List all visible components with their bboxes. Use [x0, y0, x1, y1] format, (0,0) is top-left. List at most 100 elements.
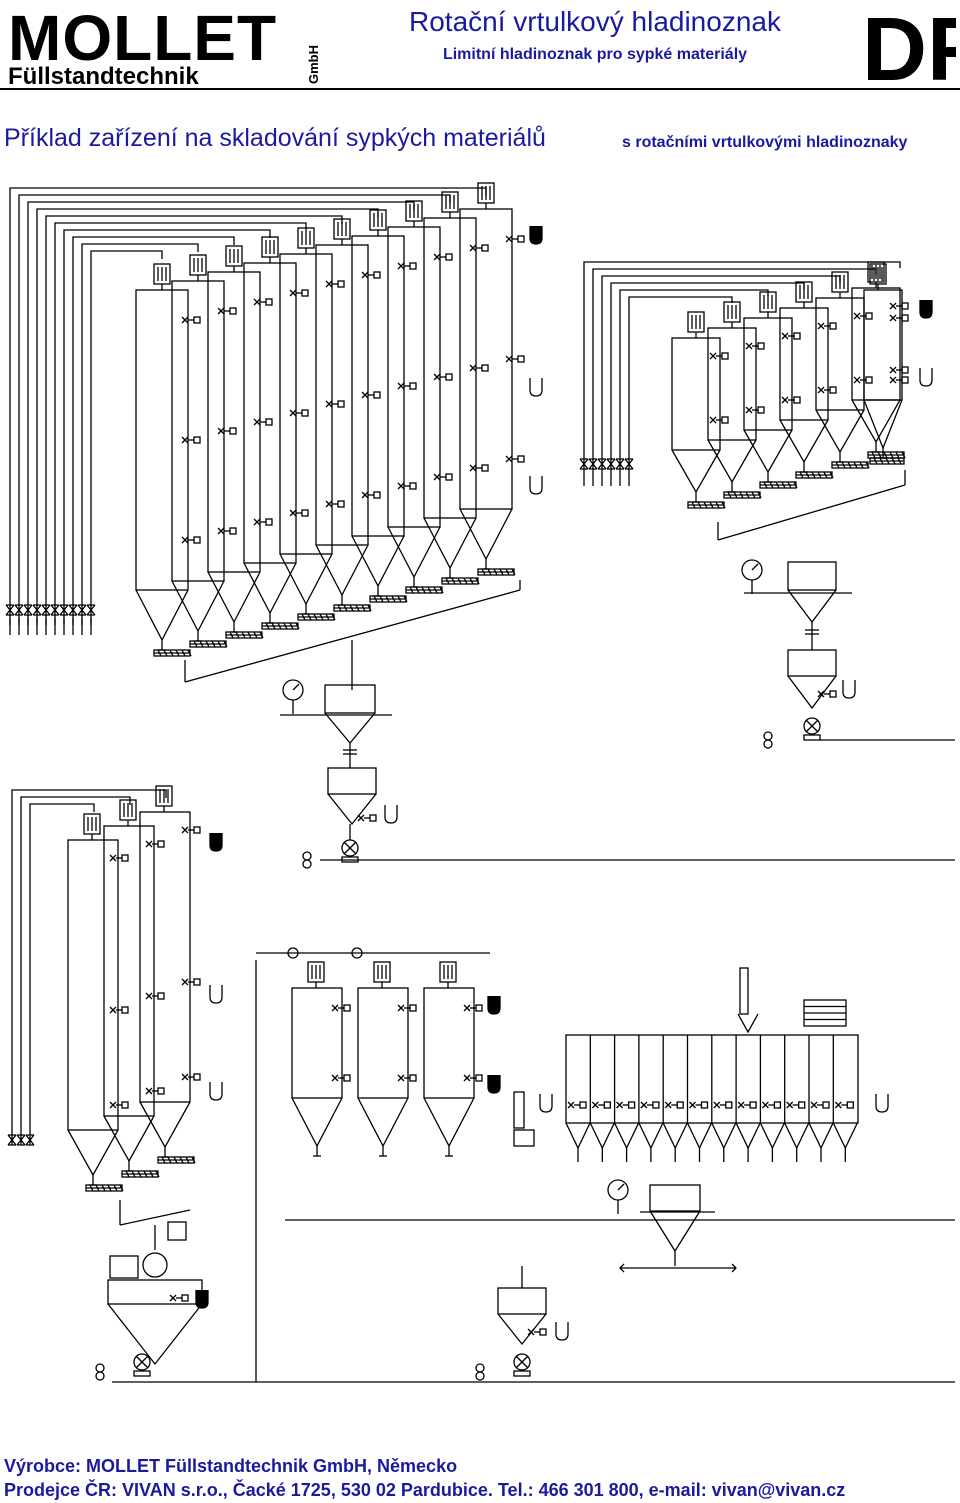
screw-flight — [319, 613, 324, 621]
screw-flight — [811, 471, 816, 479]
level-switch-icon — [853, 376, 873, 384]
level-switch-icon — [505, 455, 525, 463]
bin-cone — [808, 1122, 834, 1150]
screw-flight — [391, 595, 396, 603]
bin-cone — [662, 1122, 688, 1150]
screw-flight — [113, 1184, 118, 1192]
blower-icon — [95, 1371, 105, 1381]
indicator-icon — [842, 680, 856, 699]
screw-flight — [185, 1156, 190, 1164]
fill-pipe — [628, 296, 733, 470]
screw-flight — [709, 501, 714, 509]
screw-flight — [295, 622, 300, 630]
level-switch-icon — [761, 1101, 782, 1109]
screw-flight — [883, 451, 888, 459]
indicator-icon — [529, 226, 543, 245]
collector-pipe — [119, 1209, 191, 1226]
screw-flight — [805, 471, 810, 479]
level-switch-icon — [325, 400, 345, 408]
screw-flight — [167, 1156, 172, 1164]
rotary-vane — [135, 1355, 149, 1369]
blower-icon — [763, 739, 773, 749]
valve-icon — [5, 604, 15, 616]
level-switch-icon — [745, 406, 765, 414]
screw-flight — [271, 622, 276, 630]
page-title: Rotační vrtulkový hladinoznak — [409, 6, 781, 37]
screw-flight — [307, 613, 312, 621]
arrow-head — [619, 1263, 625, 1273]
sensor-box-icon — [167, 1221, 187, 1241]
screw-flight — [433, 586, 438, 594]
screw-flight — [715, 501, 720, 509]
indicator-icon — [555, 1322, 569, 1341]
section-subtitle: s rotačními vrtulkovými hladinoznaky — [622, 134, 908, 151]
screw-flight — [439, 586, 444, 594]
silo-body — [743, 317, 793, 431]
screw-flight — [119, 1184, 124, 1192]
screw-flight — [379, 595, 384, 603]
screw-flight — [199, 640, 204, 648]
level-switch-icon — [433, 253, 453, 261]
blower-icon — [302, 851, 312, 861]
fill-pipe — [610, 282, 805, 470]
valve-icon — [14, 604, 24, 616]
screw-flight — [149, 1170, 154, 1178]
level-switch-icon — [745, 342, 765, 350]
collector-pipe — [717, 484, 906, 541]
fill-pipe — [11, 789, 167, 1145]
screw-flight — [155, 1170, 160, 1178]
level-switch-icon — [145, 1087, 165, 1095]
silo-body — [135, 289, 189, 591]
screw-flight — [897, 457, 902, 465]
screw-flight — [187, 649, 192, 657]
screw-flight — [745, 491, 750, 499]
level-switch-icon — [331, 1004, 351, 1012]
bin-cone — [589, 1122, 615, 1150]
silo-body — [357, 987, 409, 1099]
blower-icon — [95, 1363, 105, 1373]
level-switch-icon — [737, 1101, 757, 1109]
level-switch-icon — [817, 322, 837, 330]
screw-flight — [889, 451, 894, 459]
fill-pipe — [29, 803, 95, 1145]
fill-pipe — [81, 243, 199, 625]
screw-flight — [691, 501, 696, 509]
level-switch-icon — [397, 1004, 417, 1012]
indicator-icon — [195, 1290, 209, 1309]
receiver-cone — [107, 1303, 203, 1366]
level-switch-icon — [169, 1294, 189, 1302]
rotary-vane — [343, 841, 357, 855]
screw-flight — [157, 649, 162, 657]
silo-cone — [103, 1115, 155, 1163]
silo-body — [779, 307, 829, 421]
screw-flight — [337, 604, 342, 612]
indicator-icon — [529, 476, 543, 495]
fill-pipe — [601, 275, 841, 470]
screw-flight — [445, 577, 450, 585]
screw-flight — [421, 586, 426, 594]
level-switch-icon — [397, 262, 417, 270]
screw-flight — [457, 577, 462, 585]
level-switch-icon — [664, 1101, 684, 1109]
bin-cone — [638, 1122, 664, 1150]
level-switch-icon — [469, 464, 489, 472]
silo-body — [851, 287, 901, 401]
level-switch-icon — [325, 280, 345, 288]
level-switch-icon — [781, 396, 801, 404]
level-switch-icon — [331, 1074, 351, 1082]
screw-flight — [223, 640, 228, 648]
silo-body — [67, 839, 119, 1131]
rotary-vane — [805, 719, 819, 733]
screw-flight — [835, 461, 840, 469]
screw-flight — [799, 471, 804, 479]
section-title: Příklad zařízení na skladování sypkých m… — [4, 124, 546, 152]
junction-icon — [351, 947, 363, 959]
dealer-line: Prodejce ČR: VIVAN s.r.o., Čacké 1725, 5… — [4, 1480, 846, 1500]
level-switch-icon — [397, 482, 417, 490]
bin-cone — [614, 1122, 640, 1150]
screw-flight — [727, 491, 732, 499]
screw-flight — [817, 471, 822, 479]
level-switch-icon — [289, 509, 309, 517]
silo-cone — [139, 1101, 191, 1149]
screw-flight — [325, 613, 330, 621]
